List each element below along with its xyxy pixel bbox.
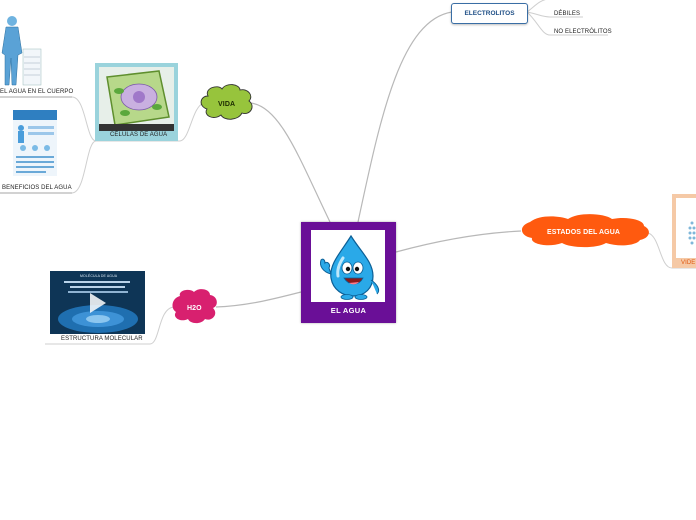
plant-cell-image <box>99 67 174 131</box>
play-icon <box>90 293 106 313</box>
human-body-image <box>0 13 42 87</box>
benefits-infographic-image <box>13 110 57 176</box>
h2o-node[interactable] <box>172 289 217 324</box>
electrolitos-node[interactable]: ELECTROLITOS <box>451 3 528 24</box>
debiles-label[interactable]: DÉBILES <box>554 11 581 17</box>
h2o-label: H2O <box>187 305 202 312</box>
beneficios-del-agua-label[interactable]: BENEFICIOS DEL AGUA <box>2 185 72 191</box>
no-electrolitos-label[interactable]: NO ELECTRÓLITOS <box>554 29 612 35</box>
estados-label: ESTADOS DEL AGUA <box>547 229 621 236</box>
video-caption: MOLÉCULA DE AGUA <box>80 274 118 278</box>
estados-node[interactable] <box>521 214 649 248</box>
central-topic[interactable]: EL AGUA <box>301 222 396 323</box>
video-estados-label[interactable]: VIDE <box>681 260 696 266</box>
water-drop-mascot-icon <box>311 230 385 302</box>
vida-label: VIDA <box>218 101 236 108</box>
states-image <box>676 198 696 258</box>
vida-node[interactable] <box>200 84 253 120</box>
celulas-de-agua-label[interactable]: CÉLULAS DE AGUA <box>110 132 168 138</box>
estructura-molecular-label[interactable]: ESTRUCTURA MOLECULAR <box>61 336 143 342</box>
central-topic-label: EL AGUA <box>330 306 367 315</box>
agua-en-el-cuerpo-label[interactable]: EL AGUA EN EL CUERPO <box>0 89 74 95</box>
video-thumbnail[interactable]: MOLÉCULA DE AGUA <box>50 271 145 334</box>
